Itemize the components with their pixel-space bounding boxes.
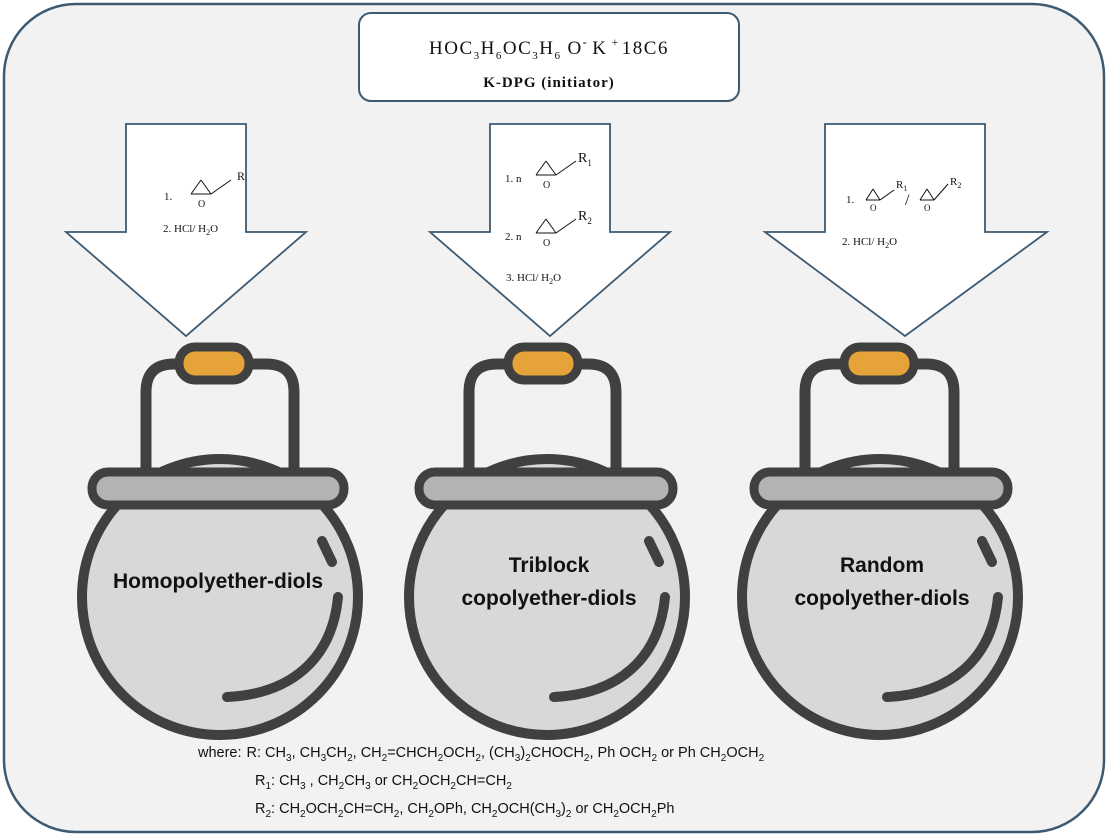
epoxide-icon: O R2 — [535, 209, 592, 249]
svg-text:R1: R1 — [578, 151, 592, 168]
epoxide-icon: O R2 — [919, 176, 961, 213]
legend-line-r2: R2: CH2OCH2CH=CH2, CH2OPh, CH2OCH(CH3)2 … — [255, 801, 674, 820]
product-label: Triblock — [509, 554, 590, 577]
svg-text:O: O — [924, 203, 931, 213]
svg-text:1.: 1. — [846, 194, 855, 206]
pot-rim — [414, 467, 678, 510]
svg-text:1. n: 1. n — [505, 173, 522, 185]
product-label: copolyether-diols — [794, 587, 969, 610]
svg-text:R2: R2 — [950, 176, 961, 190]
pot-homopolymer: Homopolyether-diols — [77, 342, 363, 740]
arrow-triblock: 1. n O R1 2. n O R2 3. HCl/ H2O — [427, 123, 673, 338]
pot-handle — [463, 358, 622, 489]
pot-handle — [140, 358, 300, 489]
initiator-name: K-DPG (initiator) — [483, 75, 615, 91]
svg-text:2. HCl/ H2O: 2. HCl/ H2O — [163, 223, 218, 237]
pot-handle — [799, 358, 960, 489]
legend-line-r1: R1: CH3 , CH2CH3 or CH2OCH2CH=CH2 — [255, 773, 512, 792]
svg-text:R2: R2 — [578, 209, 592, 226]
pot-rim — [749, 467, 1013, 510]
svg-text:R1: R1 — [896, 179, 907, 193]
epoxide-icon: O R — [190, 169, 245, 210]
handle-knob-icon — [503, 342, 583, 385]
svg-text:1.: 1. — [164, 191, 173, 203]
svg-text:O: O — [870, 203, 877, 213]
pot-triblock: Triblock copolyether-diols — [404, 342, 690, 740]
arrow-homopolymer: 1. O R 2. HCl/ H2O — [63, 123, 309, 338]
substituent-legend: where:R: CH3, CH3CH2, CH2=CHCH2OCH2, (CH… — [197, 745, 765, 820]
product-label: Homopolyether-diols — [113, 570, 323, 593]
legend-line-r: where:R: CH3, CH3CH2, CH2=CHCH2OCH2, (CH… — [197, 745, 765, 764]
arrow-random: 1. O R1 / O R2 2. HCl/ H2O — [762, 123, 1050, 338]
svg-text:2. n: 2. n — [505, 231, 522, 243]
svg-text:/: / — [905, 192, 910, 209]
svg-text:O: O — [543, 180, 550, 191]
svg-text:O: O — [198, 199, 205, 210]
svg-text:R: R — [237, 169, 245, 183]
epoxide-icon: O R1 — [865, 179, 907, 213]
pot-highlight — [882, 536, 1003, 702]
pot-highlight — [222, 536, 343, 702]
pot-body — [404, 454, 690, 740]
svg-text:O: O — [543, 238, 550, 249]
pot-body — [737, 454, 1023, 740]
svg-text:2. HCl/ H2O: 2. HCl/ H2O — [842, 236, 897, 250]
epoxide-icon: O R1 — [535, 151, 592, 191]
pot-body — [77, 454, 363, 740]
handle-knob-icon — [174, 342, 254, 385]
pot-random: Random copolyether-diols — [737, 342, 1023, 740]
pot-rim — [87, 467, 349, 510]
product-label: Random — [840, 554, 924, 577]
handle-knob-icon — [839, 342, 919, 385]
product-label: copolyether-diols — [461, 587, 636, 610]
pot-highlight — [549, 536, 670, 702]
svg-text:3. HCl/ H2O: 3. HCl/ H2O — [506, 272, 561, 286]
